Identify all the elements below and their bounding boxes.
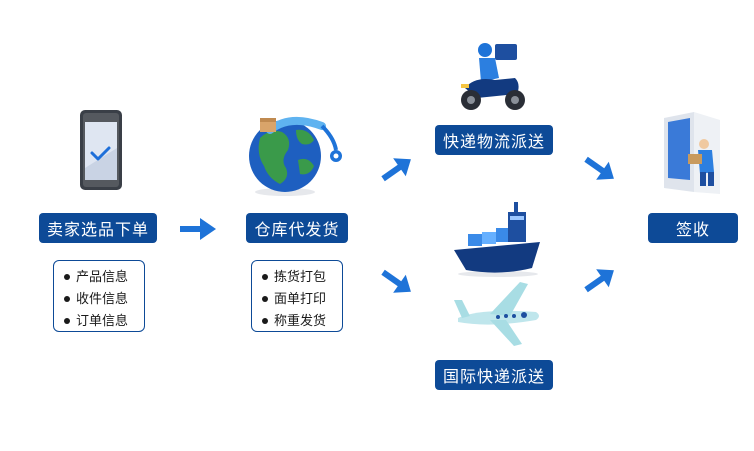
list-item: 收件信息 <box>64 289 144 311</box>
phone-icon <box>80 110 122 190</box>
express-step-label: 快递物流派送 <box>435 125 553 155</box>
delivery-scooter-icon <box>461 43 525 110</box>
globe-icon <box>249 116 342 196</box>
order-details-list: 产品信息 收件信息 订单信息 <box>53 260 145 332</box>
arrow-up-right-icon <box>381 158 411 182</box>
door-delivery-icon <box>664 112 720 194</box>
arrow-down-right-icon <box>381 269 411 293</box>
arrow-right-icon <box>180 218 216 240</box>
list-item: 称重发货 <box>262 311 342 333</box>
arrow-up-right-icon <box>584 269 614 293</box>
list-item: 订单信息 <box>64 311 144 333</box>
sign-step-label: 签收 <box>648 213 738 243</box>
arrow-down-right-icon <box>584 156 614 180</box>
list-item: 拣货打包 <box>262 267 342 289</box>
airplane-icon <box>454 282 539 346</box>
list-item: 面单打印 <box>262 289 342 311</box>
international-step-label: 国际快递派送 <box>435 360 553 390</box>
warehouse-step-label: 仓库代发货 <box>246 213 348 243</box>
cargo-ship-icon <box>454 202 540 277</box>
warehouse-details-list: 拣货打包 面单打印 称重发货 <box>251 260 343 332</box>
order-step-label: 卖家选品下单 <box>39 213 157 243</box>
list-item: 产品信息 <box>64 267 144 289</box>
